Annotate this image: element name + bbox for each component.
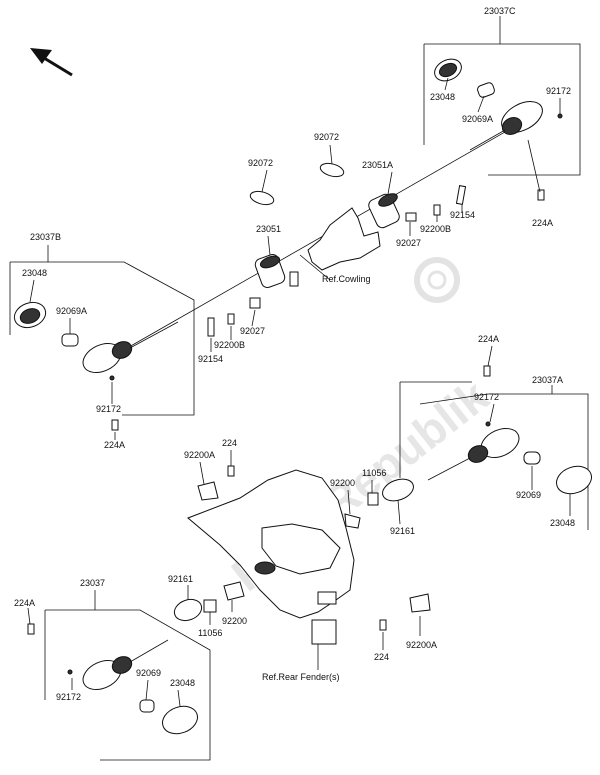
label-224-top: 224 xyxy=(222,438,237,448)
clip-92072-a xyxy=(249,190,275,206)
label-92172-right: 92172 xyxy=(474,392,499,402)
label-11056-right: 11056 xyxy=(362,468,386,478)
collar-92027-left xyxy=(249,297,261,309)
label-92200a-top: 92200A xyxy=(184,450,215,460)
label-92200-right: 92200 xyxy=(330,478,355,488)
turn-signal-front-left xyxy=(13,301,179,431)
label-92200b-right: 92200B xyxy=(420,224,451,234)
turn-signal-rear-right xyxy=(344,365,592,529)
washer-92200b-left xyxy=(227,313,235,325)
direction-arrow-icon xyxy=(30,48,73,77)
label-92200b-left: 92200B xyxy=(214,340,245,350)
label-ref-cowling: Ref.Cowling xyxy=(322,274,371,284)
rear-fender xyxy=(187,469,355,670)
turn-signal-front-right xyxy=(434,58,563,151)
label-92072-a: 92072 xyxy=(248,158,273,168)
label-224a-mid-right: 224A xyxy=(478,334,499,344)
label-92027-right: 92027 xyxy=(396,238,421,248)
label-23051: 23051 xyxy=(256,224,281,234)
label-92200a-bottom: 92200A xyxy=(406,640,437,650)
group-box-23037a xyxy=(399,381,589,530)
label-92069-right: 92069 xyxy=(516,490,541,500)
label-23037: 23037 xyxy=(80,578,105,588)
label-92161-left: 92161 xyxy=(168,574,193,584)
bracket-23051 xyxy=(254,253,299,289)
turn-signal-rear-left xyxy=(27,598,217,735)
clip-92200a-top xyxy=(197,465,235,501)
watermark-gear-icon xyxy=(414,257,460,303)
bracket-23051a xyxy=(368,193,400,229)
label-92069a-top-right: 92069A xyxy=(462,114,493,124)
label-92172-bottom-left: 92172 xyxy=(56,692,81,702)
group-box-23037c xyxy=(423,16,581,176)
group-box-23037b xyxy=(9,245,195,416)
clip-92072-b xyxy=(319,162,345,178)
cowling-bracket xyxy=(299,207,381,281)
label-92154-left: 92154 xyxy=(198,354,223,364)
label-ref-rear-fender: Ref.Rear Fender(s) xyxy=(262,672,340,682)
label-92172-left: 92172 xyxy=(96,404,121,414)
bolt-92154-left xyxy=(207,317,215,337)
leader-lines xyxy=(27,77,571,707)
label-23051a: 23051A xyxy=(362,160,393,170)
label-224a-left: 224A xyxy=(104,440,125,450)
label-23048-top-right: 23048 xyxy=(430,92,455,102)
label-92200-left: 92200 xyxy=(222,616,247,626)
label-92069-bottom-left: 92069 xyxy=(136,668,161,678)
label-224a-top-right: 224A xyxy=(532,218,553,228)
label-92072-b: 92072 xyxy=(314,132,339,142)
washer-92200b-right xyxy=(433,204,441,216)
bolt-92154-right xyxy=(455,185,467,205)
label-92154-right: 92154 xyxy=(450,210,475,220)
label-92069a-left: 92069A xyxy=(56,306,87,316)
label-23037c: 23037C xyxy=(484,6,516,16)
clip-92200a-bottom xyxy=(379,593,431,631)
label-23037b: 23037B xyxy=(30,232,61,242)
clip-92200-left xyxy=(223,581,245,601)
collar-92027-right xyxy=(405,212,417,222)
bolt-224a-top-right xyxy=(537,189,545,201)
label-92027-left: 92027 xyxy=(240,326,265,336)
label-23037a: 23037A xyxy=(532,375,563,385)
label-23048-right: 23048 xyxy=(550,518,575,528)
label-224-bottom: 224 xyxy=(374,652,389,662)
group-box-23037 xyxy=(44,590,211,761)
label-224a-bottom-left: 224A xyxy=(14,598,35,608)
label-23048-left: 23048 xyxy=(22,268,47,278)
label-11056-left: 11056 xyxy=(198,628,222,638)
label-23048-bottom-left: 23048 xyxy=(170,678,195,688)
label-92161-right: 92161 xyxy=(390,526,415,536)
label-92172-top-right: 92172 xyxy=(546,86,571,96)
